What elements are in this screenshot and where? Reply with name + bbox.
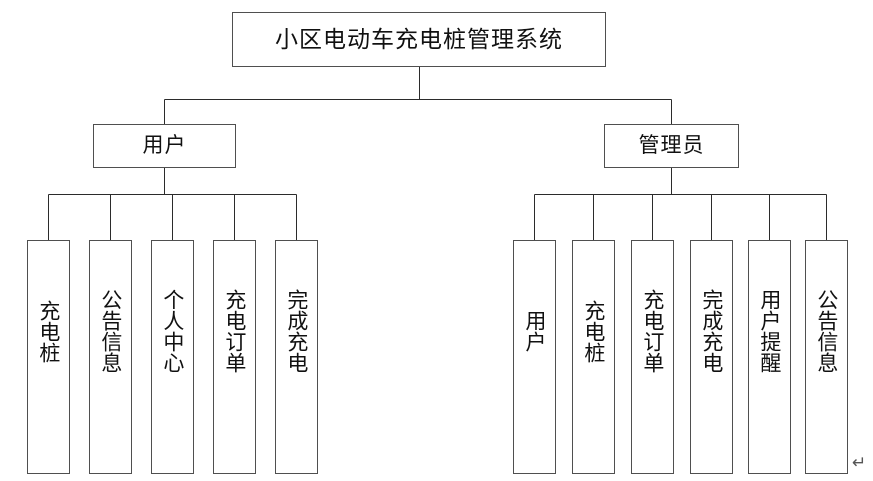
node-leaf-admin-charging-pile[interactable]: 充电桩: [572, 240, 615, 474]
node-branch-user[interactable]: 用户: [93, 124, 236, 168]
node-root-label: 小区电动车充电桩管理系统: [275, 26, 563, 52]
node-leaf-admin-charging-order[interactable]: 充电订单: [631, 240, 674, 474]
node-leaf-label: 充电桩: [581, 299, 606, 363]
node-leaf-label: 充电桩: [36, 299, 61, 363]
node-leaf-label: 公告信息: [98, 289, 123, 373]
node-leaf-label: 完成充电: [699, 289, 724, 373]
node-leaf-admin-user[interactable]: 用户: [513, 240, 556, 474]
node-leaf-label: 个人中心: [160, 289, 185, 373]
node-leaf-admin-announcement-info[interactable]: 公告信息: [805, 240, 848, 474]
node-leaf-user-complete-charging[interactable]: 完成充电: [275, 240, 318, 474]
node-leaf-label: 公告信息: [814, 289, 839, 373]
node-leaf-admin-user-reminder[interactable]: 用户提醒: [748, 240, 791, 474]
node-leaf-label: 充电订单: [640, 289, 665, 373]
node-leaf-user-charging-order[interactable]: 充电订单: [213, 240, 256, 474]
node-root[interactable]: 小区电动车充电桩管理系统: [232, 12, 606, 67]
node-leaf-user-announcement-info[interactable]: 公告信息: [89, 240, 132, 474]
node-branch-admin[interactable]: 管理员: [604, 124, 739, 168]
node-leaf-label: 完成充电: [284, 289, 309, 373]
node-leaf-label: 用户提醒: [757, 289, 782, 373]
node-leaf-label: 用户: [522, 310, 547, 352]
paragraph-return-mark: ↵: [852, 453, 867, 473]
node-branch-admin-label: 管理员: [638, 133, 705, 158]
node-leaf-user-personal-center[interactable]: 个人中心: [151, 240, 194, 474]
node-branch-user-label: 用户: [142, 133, 187, 158]
node-leaf-label: 充电订单: [222, 289, 247, 373]
node-leaf-admin-complete-charging[interactable]: 完成充电: [690, 240, 733, 474]
node-leaf-user-charging-pile[interactable]: 充电桩: [27, 240, 70, 474]
